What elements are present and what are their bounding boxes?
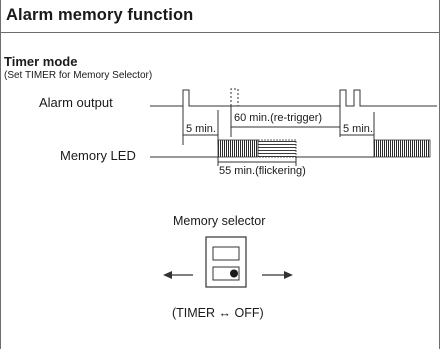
delay-second-label: 5 min. <box>343 123 373 135</box>
arrow-left-icon <box>163 271 193 279</box>
flicker-label: 55 min.(flickering) <box>219 165 306 177</box>
retrigger-pulse <box>230 88 239 106</box>
selector-positions-label: (TIMER ↔ OFF) <box>172 306 264 320</box>
alarm-output-waveform <box>150 89 437 107</box>
memory-selector-label: Memory selector <box>173 214 266 228</box>
delay-first-bracket <box>182 106 219 145</box>
arrow-right-icon <box>262 271 293 279</box>
flicker-duration-bracket <box>217 157 297 166</box>
memory-led-label: Memory LED <box>60 148 136 163</box>
delay-first-label: 5 min. <box>186 123 216 135</box>
section-note: (Set TIMER for Memory Selector) <box>4 70 153 81</box>
delay-second-bracket <box>340 112 375 145</box>
retrigger-bracket <box>230 106 341 137</box>
led-flicker-block <box>217 139 259 158</box>
led-flicker-block-2 <box>373 139 431 158</box>
retrigger-label: 60 min.(re-trigger) <box>234 112 323 124</box>
alarm-output-label: Alarm output <box>39 95 113 110</box>
page-title: Alarm memory function <box>6 6 194 24</box>
title-divider <box>0 32 440 33</box>
section-heading: Timer mode <box>4 54 78 69</box>
memory-selector-switch <box>205 236 247 288</box>
led-retrigger-hatched-block <box>257 139 297 158</box>
